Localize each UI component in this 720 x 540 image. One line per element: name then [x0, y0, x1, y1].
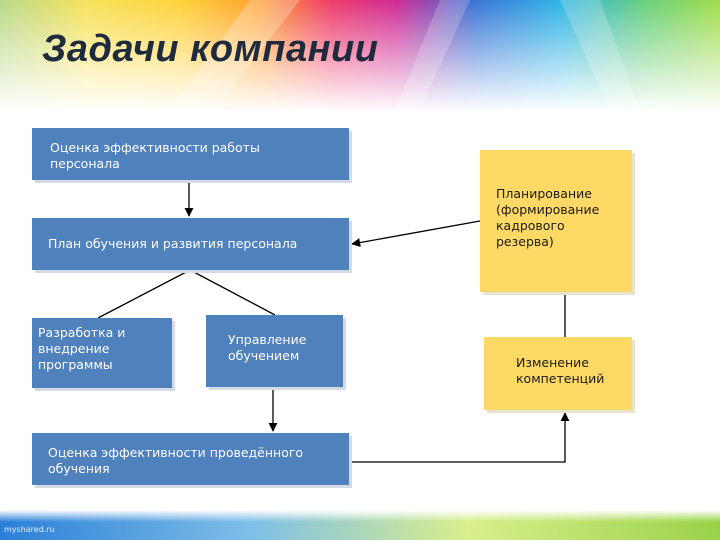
page-title: Задачи компании: [42, 28, 379, 70]
box-competence-change: Изменение компетенций: [484, 337, 632, 410]
arrow-eval-to-competence: [349, 412, 570, 463]
box-staff-performance-evaluation: Оценка эффективности работы персонала: [32, 128, 349, 180]
arrow-planning-to-plan: [351, 220, 481, 248]
line-plan-to-mgmt: [189, 269, 276, 316]
box-succession-planning: Планирование (формирование кадрового рез…: [480, 150, 632, 292]
box-training-development-plan: План обучения и развития персонала: [32, 218, 349, 270]
line-plan-to-dev: [97, 269, 191, 319]
box-training-management: Управление обучением: [206, 315, 343, 387]
footer-watermark: myshared.ru: [4, 525, 55, 534]
box-program-development: Разработка и внедрение программы: [32, 318, 172, 388]
box-training-effectiveness-evaluation: Оценка эффективности проведённого обучен…: [32, 433, 349, 485]
